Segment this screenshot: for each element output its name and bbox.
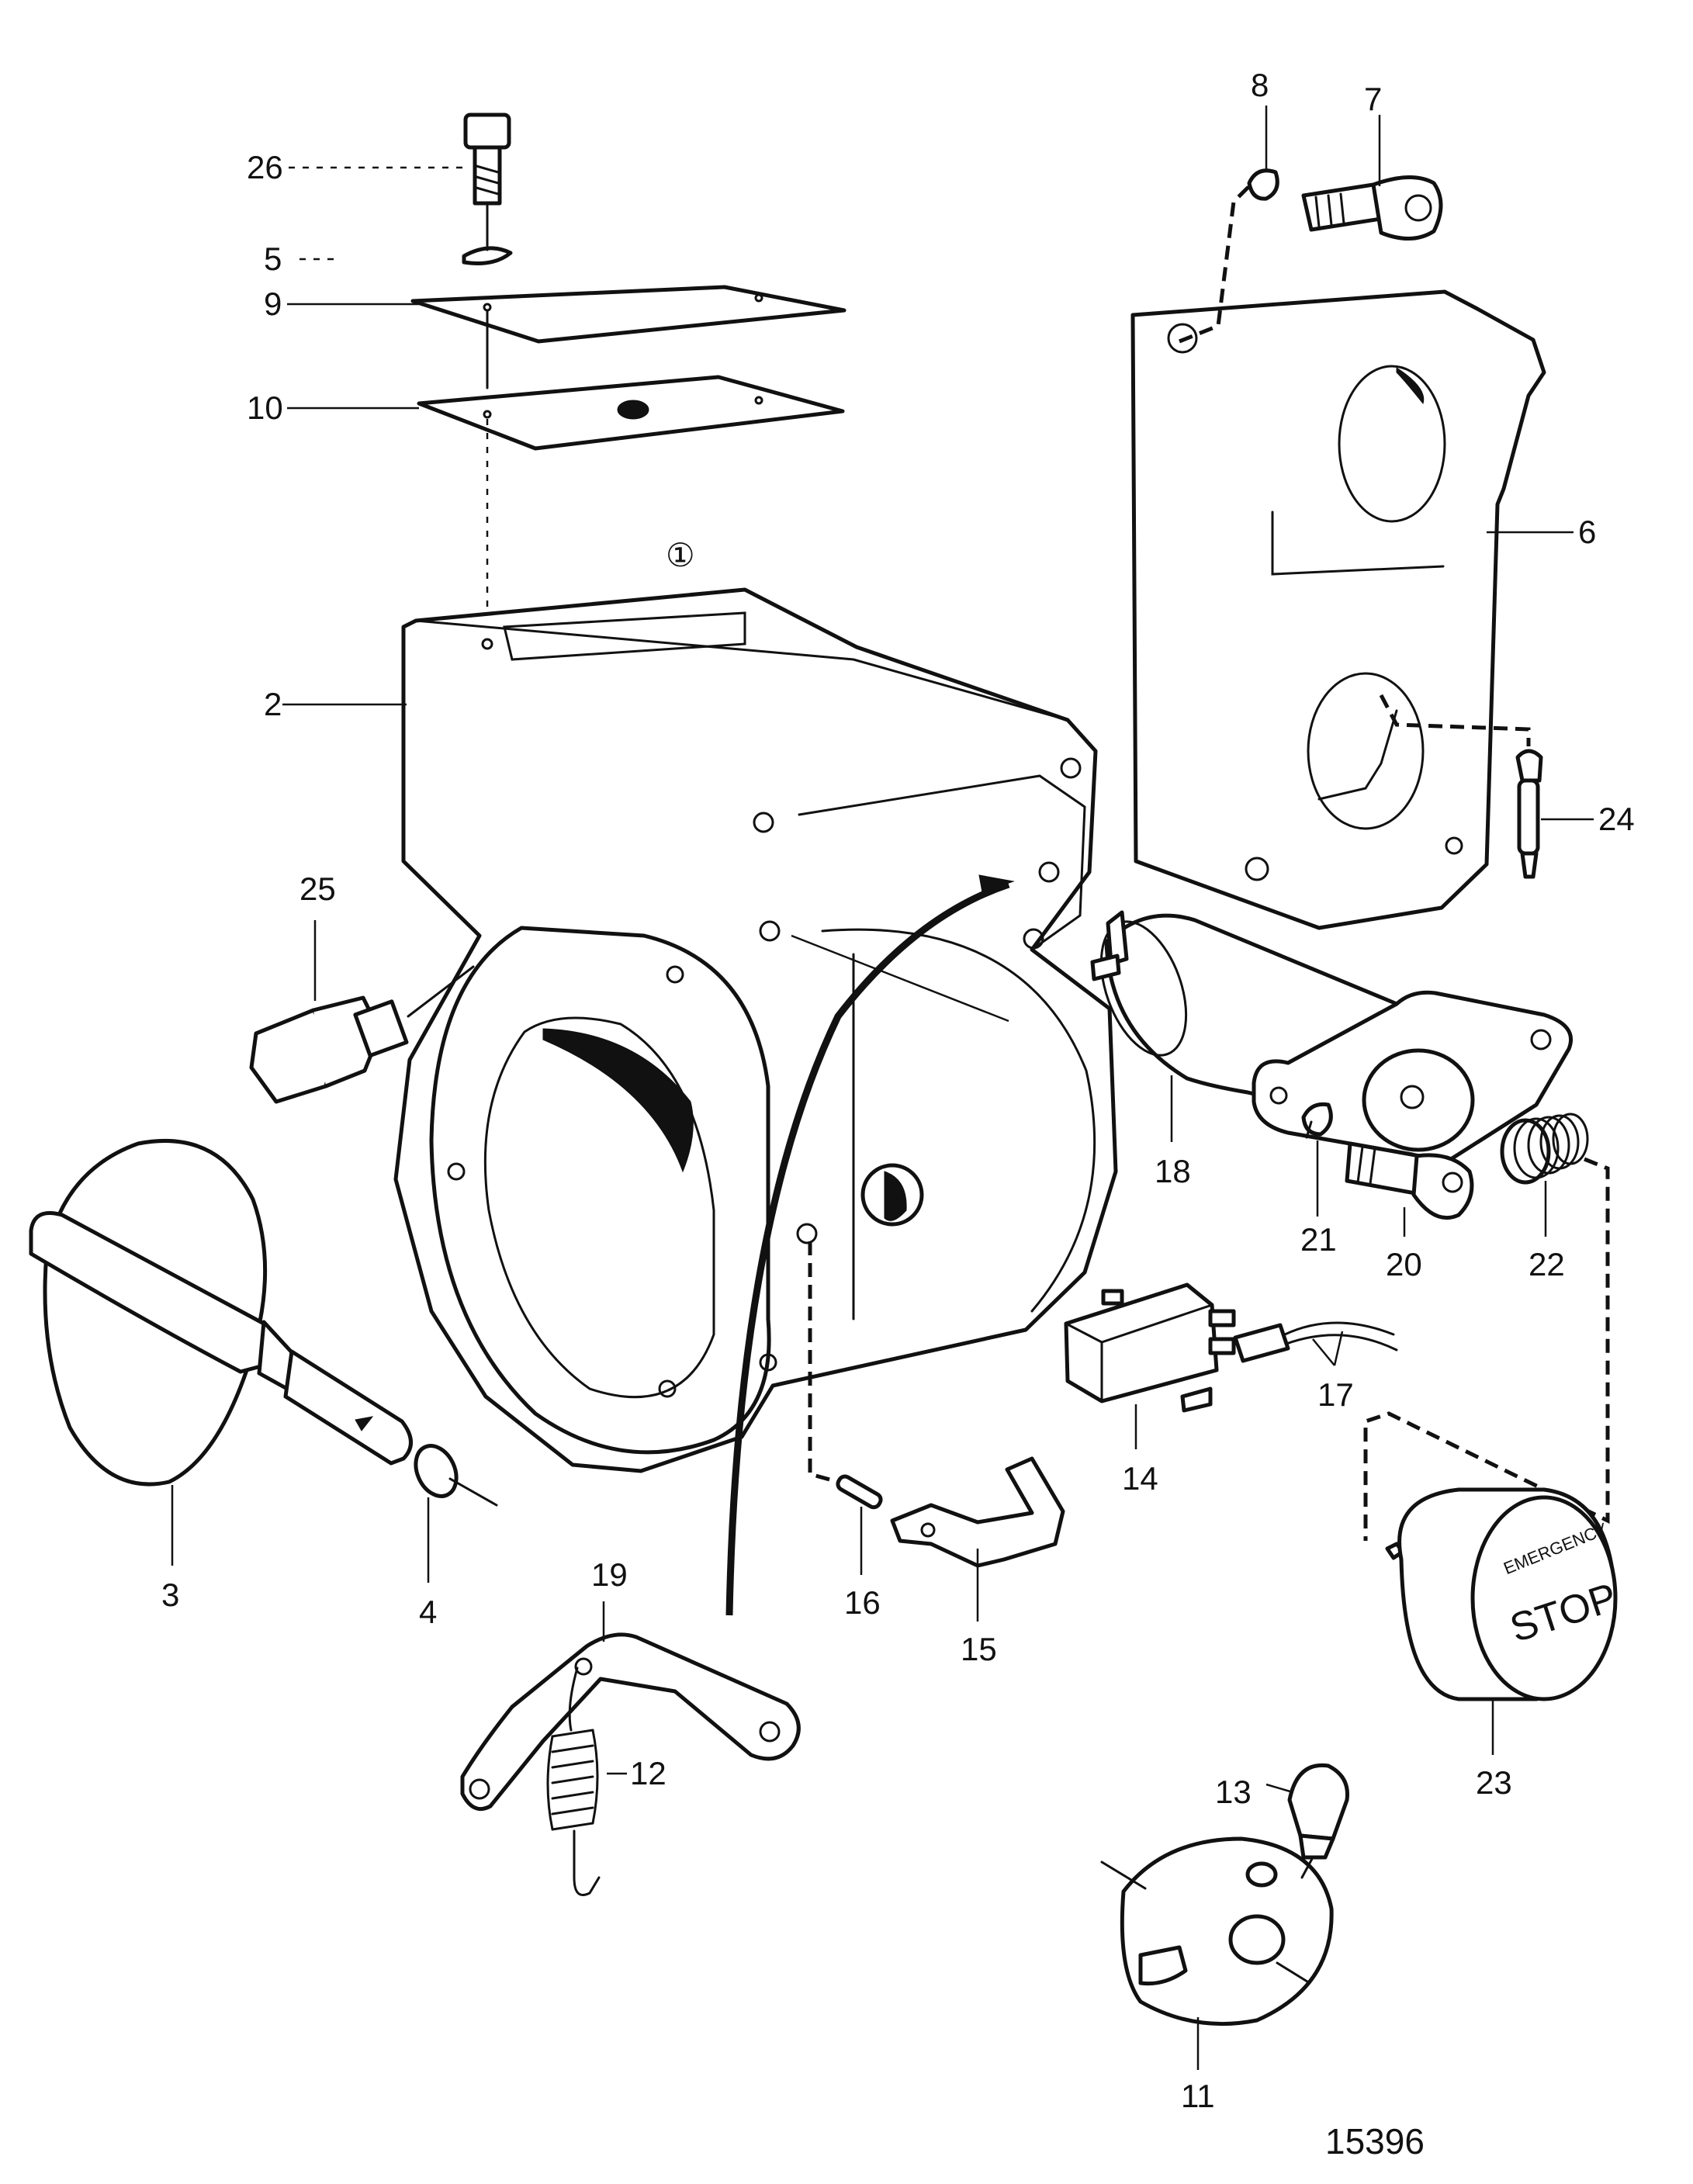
part-labels: 26 5 9 10 ① 2 25 3 4 19 12 16 15 14 17 1… [161,67,1635,2162]
part-19-lever [460,1632,801,1811]
label-6: 6 [1578,514,1596,550]
label-16: 16 [844,1584,881,1621]
label-23: 23 [1476,1764,1512,1801]
label-25: 25 [299,870,336,907]
label-24: 24 [1598,801,1635,837]
label-7: 7 [1364,81,1382,117]
part-2-governor-housing [393,587,1118,1616]
label-4: 4 [419,1594,437,1630]
label-9: 9 [264,286,282,322]
label-10: 10 [247,389,283,426]
label-17: 17 [1317,1376,1354,1413]
part-22-spring [1363,1113,1610,1541]
group-marker: ① [666,537,695,573]
label-22: 22 [1529,1246,1565,1282]
part-13-nipple [1287,1763,1349,1879]
part-26-screw [463,112,511,234]
label-15: 15 [961,1631,997,1667]
part-11-hub [1100,1836,1334,2027]
leader-lines [171,106,1594,2070]
label-12: 12 [630,1755,666,1791]
part-24-nipple [1379,694,1543,879]
part-12-spring [546,1667,601,1896]
label-2: 2 [264,686,282,722]
part-3-throttle-flap [29,1139,498,1507]
label-20: 20 [1386,1246,1422,1282]
part-10-gasket [417,375,845,644]
part-5-lock-washer [462,231,513,265]
drawing-number: 15396 [1325,2121,1425,2162]
part-14-microswitch [1064,1282,1236,1413]
part-8-washer [1247,168,1279,201]
part-9-cover-plate [410,285,846,389]
label-26: 26 [247,149,283,185]
part-25-fitting [249,965,475,1104]
label-5: 5 [264,241,282,277]
part-17-terminals [1233,1321,1398,1366]
part-4-o-ring [414,1444,459,1498]
part-7-screw [1301,175,1443,241]
label-13: 13 [1215,1774,1252,1810]
label-19: 19 [591,1556,628,1593]
label-21: 21 [1300,1221,1337,1258]
part-16-pin [808,1241,883,1510]
label-18: 18 [1155,1153,1191,1189]
part-20-screw [1345,1141,1474,1220]
label-11: 11 [1181,2078,1215,2114]
part-18-solenoid [1090,910,1574,1163]
label-3: 3 [161,1577,179,1613]
part-23-emergency-stop-button: STOP EMERGENCY [1385,1487,1622,1701]
label-14: 14 [1122,1460,1158,1497]
part-21-washer [1301,1102,1333,1139]
part-6-adapter-plate [1130,177,1546,930]
part-15-bracket [890,1456,1065,1568]
label-8: 8 [1251,67,1269,103]
